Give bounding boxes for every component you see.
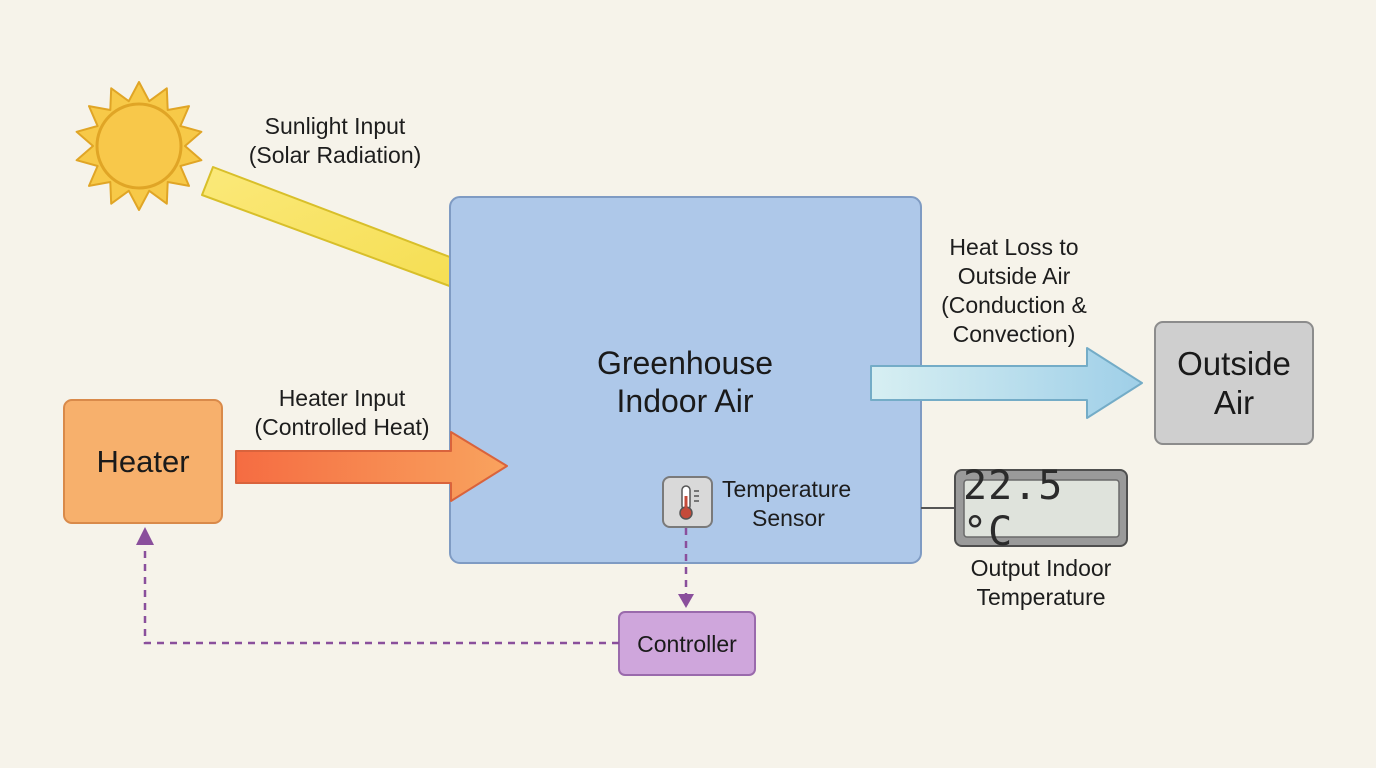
heat-loss-label-line-4: Convection) [952, 321, 1076, 347]
heat-loss-label: Heat Loss to Outside Air (Conduction & C… [941, 233, 1087, 349]
outside-air-box [1154, 321, 1314, 445]
heat-loss-label-line-2: Outside Air [957, 263, 1071, 289]
temperature-reading: 22.5 °C [963, 463, 1064, 555]
sensor-to-controller-arrowhead [678, 594, 694, 608]
heater-input-label-line-2: (Controlled Heat) [254, 414, 430, 440]
greenhouse-label-line-1: Greenhouse [596, 345, 774, 381]
heater-label-line-1: Heater [96, 443, 190, 479]
heater-input-arrow [235, 431, 508, 502]
thermometer-icon [662, 476, 713, 528]
heat-loss-arrow [870, 347, 1143, 419]
greenhouse-label-line-2: Indoor Air [616, 383, 754, 419]
sun-icon [75, 81, 203, 211]
sunlight-input-label-line-1: Sunlight Input [264, 113, 406, 139]
temperature-sensor-label: Temperature Sensor [722, 475, 851, 533]
greenhouse-label: Greenhouse Indoor Air [560, 340, 810, 424]
heater-label: Heater [64, 400, 222, 523]
sunlight-input-label: Sunlight Input (Solar Radiation) [249, 112, 422, 170]
outside-air-label-line-2: Air [1213, 384, 1255, 421]
heat-loss-label-line-3: (Conduction & [941, 292, 1087, 318]
heater-input-label-line-1: Heater Input [278, 385, 406, 411]
output-temperature-label: Output Indoor Temperature [971, 554, 1112, 612]
heater-box [63, 399, 223, 524]
outside-air-label-line-1: Outside [1177, 345, 1291, 382]
temperature-display [954, 469, 1128, 547]
feedback-arrowhead [136, 527, 154, 545]
output-temperature-label-line-2: Temperature [976, 584, 1106, 610]
heater-input-label: Heater Input (Controlled Heat) [254, 384, 429, 442]
feedback-line [143, 543, 619, 645]
heat-loss-label-line-1: Heat Loss to [949, 234, 1079, 260]
temperature-sensor-label-line-2: Sensor [752, 505, 825, 531]
sunlight-input-label-line-2: (Solar Radiation) [248, 142, 422, 168]
controller-label-line-1: Controller [637, 630, 737, 657]
outside-air-label: Outside Air [1155, 322, 1313, 444]
controller-label: Controller [619, 612, 755, 675]
temperature-sensor-label-line-1: Temperature [722, 476, 852, 502]
output-temperature-label-line-1: Output Indoor [970, 555, 1112, 581]
